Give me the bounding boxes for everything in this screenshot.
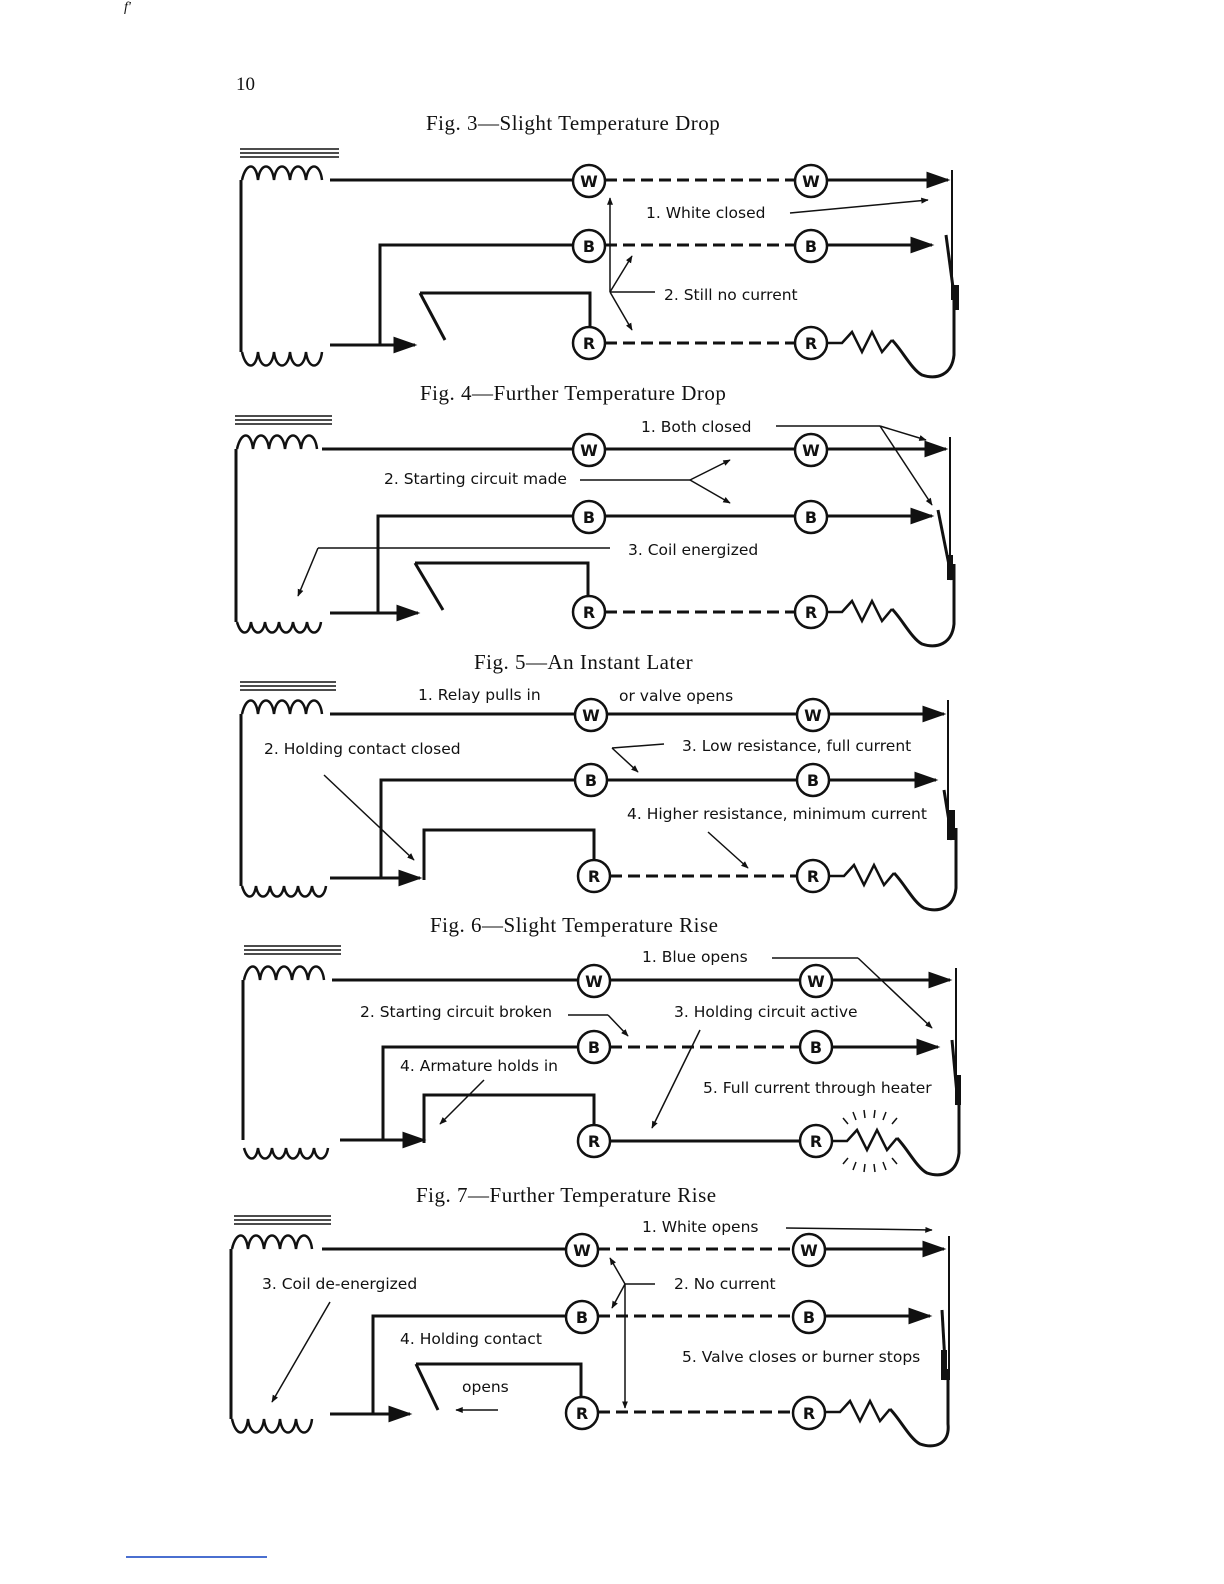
figure-4: Fig. 4—Further Temperature Drop: [234, 381, 956, 648]
figure-7-title: Fig. 7—Further Temperature Rise: [416, 1183, 717, 1207]
label-blue-opens: 1. Blue opens: [642, 948, 748, 966]
figure-4-title: Fig. 4—Further Temperature Drop: [420, 381, 726, 405]
node-w: W: [573, 1241, 591, 1260]
figure-7: Fig. 7—Further Temperature Rise: [229, 1183, 950, 1448]
node-b: B: [810, 1038, 822, 1057]
node-r: R: [810, 1132, 822, 1151]
node-r: R: [583, 334, 595, 353]
figure-5-nodes: W W B B R R: [573, 697, 831, 894]
node-w: W: [582, 706, 600, 725]
label-still-no-current: 2. Still no current: [664, 286, 798, 304]
node-w: W: [802, 172, 820, 191]
node-r: R: [803, 1404, 815, 1423]
corner-mark: f': [124, 0, 131, 15]
label-coil-energized: 3. Coil energized: [628, 541, 758, 559]
node-w: W: [580, 172, 598, 191]
page-number: 10: [236, 74, 255, 95]
node-r: R: [588, 1132, 600, 1151]
label-holding-contact-closed: 2. Holding contact closed: [264, 740, 461, 758]
label-starting-circuit-made: 2. Starting circuit made: [384, 470, 567, 488]
node-b: B: [805, 508, 817, 527]
label-low-resistance: 3. Low resistance, full current: [682, 737, 911, 755]
node-w: W: [800, 1241, 818, 1260]
node-r: R: [805, 334, 817, 353]
node-r: R: [588, 867, 600, 886]
figure-3: Fig. 3—Slight Temperature Drop: [239, 111, 959, 379]
label-both-closed: 1. Both closed: [641, 418, 751, 436]
label-white-opens: 1. White opens: [642, 1218, 758, 1236]
figure-6-title: Fig. 6—Slight Temperature Rise: [430, 913, 718, 937]
node-r: R: [807, 867, 819, 886]
figure-3-nodes: W W B B R R: [571, 163, 829, 361]
figure-3-title: Fig. 3—Slight Temperature Drop: [426, 111, 720, 135]
label-coil-de-energized: 3. Coil de-energized: [262, 1275, 417, 1293]
node-w: W: [580, 441, 598, 460]
node-b: B: [576, 1308, 588, 1327]
node-b: B: [807, 771, 819, 790]
node-w: W: [804, 706, 822, 725]
node-r: R: [576, 1404, 588, 1423]
bottom-rule: [126, 1556, 267, 1558]
figure-5-title: Fig. 5—An Instant Later: [474, 650, 693, 674]
node-b: B: [583, 237, 595, 256]
node-w: W: [802, 441, 820, 460]
figure-6: Fig. 6—Slight Temperature Rise: [241, 913, 961, 1177]
label-holding-circuit-active: 3. Holding circuit active: [674, 1003, 858, 1021]
node-b: B: [588, 1038, 600, 1057]
label-starting-circuit-broken: 2. Starting circuit broken: [360, 1003, 552, 1021]
node-r: R: [583, 603, 595, 622]
label-relay-pulls-in: 1. Relay pulls in: [418, 686, 541, 704]
label-armature-holds-in: 4. Armature holds in: [400, 1057, 558, 1075]
label-no-current: 2. No current: [674, 1275, 776, 1293]
label-holding-contact: 4. Holding contact: [400, 1330, 542, 1348]
label-full-current-heater: 5. Full current through heater: [703, 1079, 932, 1097]
label-higher-resistance: 4. Higher resistance, minimum current: [627, 805, 927, 823]
figure-7-nodes: W W B B R R: [564, 1232, 827, 1431]
figure-5: Fig. 5—An Instant Later: [239, 650, 958, 912]
label-or-valve-opens: or valve opens: [619, 687, 733, 705]
figure-6-nodes: W W B B R R: [576, 963, 834, 1159]
node-b: B: [803, 1308, 815, 1327]
node-w: W: [585, 972, 603, 991]
label-opens: opens: [462, 1378, 509, 1396]
node-w: W: [807, 972, 825, 991]
node-b: B: [583, 508, 595, 527]
node-b: B: [585, 771, 597, 790]
node-r: R: [805, 603, 817, 622]
label-valve-closes: 5. Valve closes or burner stops: [682, 1348, 920, 1366]
label-white-closed: 1. White closed: [646, 204, 765, 222]
figure-4-nodes: W W B B R R: [571, 432, 829, 630]
node-b: B: [805, 237, 817, 256]
